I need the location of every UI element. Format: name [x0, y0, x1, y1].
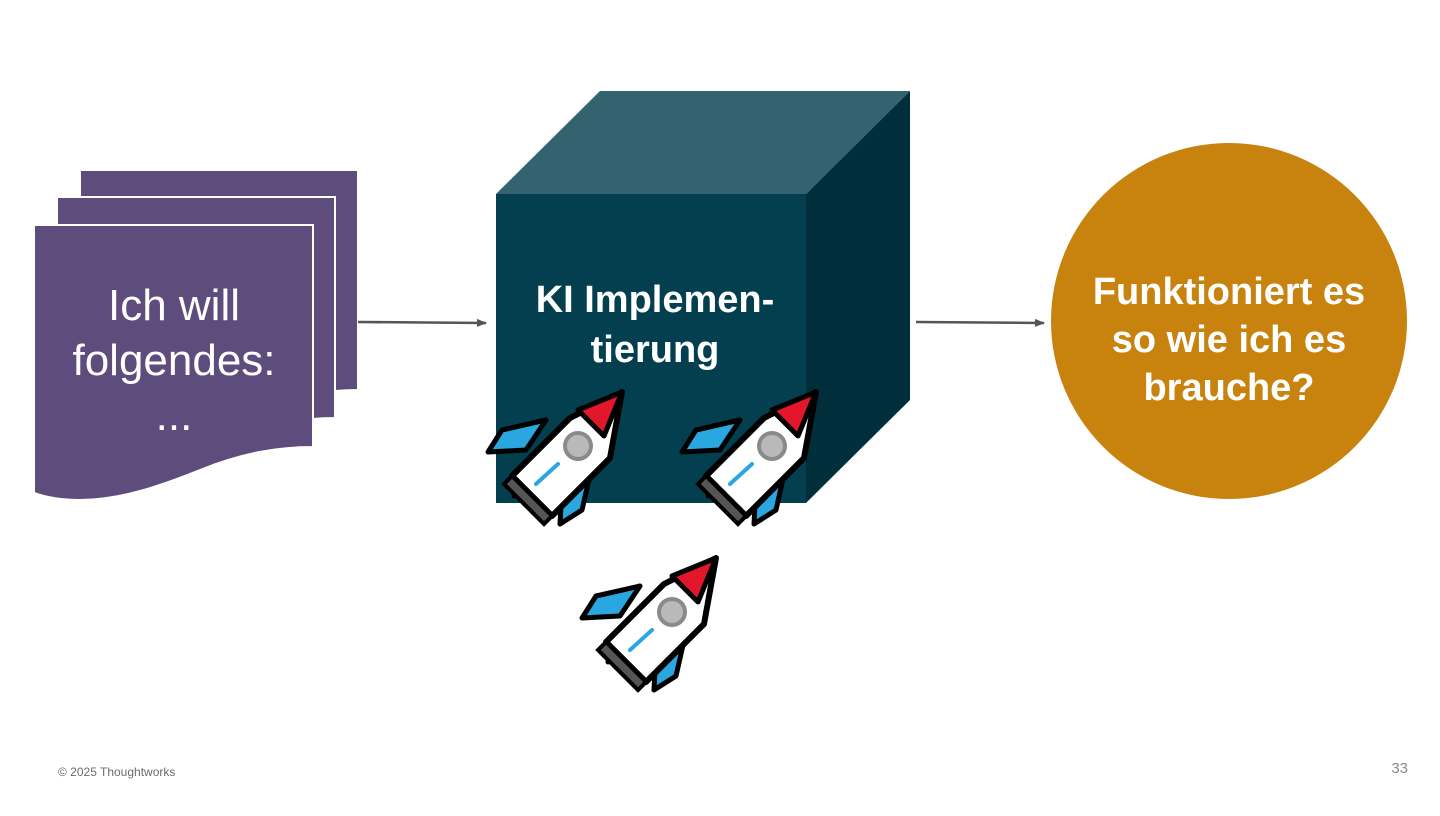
rocket-icon: [582, 558, 716, 690]
cube-side-face: [806, 91, 910, 503]
document-sheet-front: [33, 224, 314, 502]
result-question-line: brauche?: [1143, 367, 1315, 409]
result-circle: [1051, 143, 1407, 499]
result-question-line: Funktioniert es: [1092, 271, 1366, 313]
cube-top-face: [496, 91, 910, 194]
black-box-label: KI Implemen- tierung: [500, 275, 810, 375]
document-text-line: ...: [155, 391, 193, 440]
arrow-input: [357, 318, 487, 327]
result-question: Funktioniert es so wie ich es brauche?: [1055, 268, 1403, 412]
footer-copyright: © 2025 Thoughtworks: [58, 765, 176, 779]
document-text: Ich will folgendes: ...: [40, 278, 308, 443]
black-box-label-line: KI Implemen-: [535, 279, 775, 321]
document-text-line: folgendes:: [72, 336, 276, 385]
arrow-output: [915, 318, 1045, 327]
document-text-line: Ich will: [107, 281, 241, 330]
page-number: 33: [1391, 760, 1408, 777]
result-question-line: so wie ich es: [1111, 319, 1347, 361]
black-box-label-line: tierung: [590, 329, 720, 371]
document-stack: [33, 169, 359, 502]
